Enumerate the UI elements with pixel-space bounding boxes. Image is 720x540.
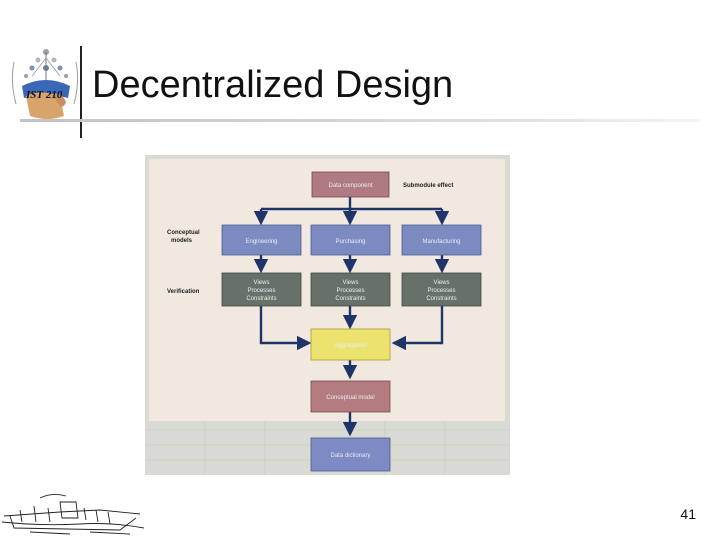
views-3-line-1: Views: [434, 280, 450, 286]
views-box-3: [401, 272, 482, 307]
building-sketch-icon: [1, 493, 145, 535]
verification-label: Verification: [167, 289, 200, 295]
diagram-connectors: [253, 197, 450, 437]
views-2-line-3: Constraints: [335, 296, 365, 302]
decentralized-design-diagram: Data component Submodule effect Conceptu…: [145, 155, 510, 475]
views-1-line-2: Processes: [247, 288, 275, 294]
aggregation-box: [310, 328, 391, 361]
views-1-line-1: Views: [254, 280, 270, 286]
slide-title: Decentralized Design: [92, 64, 454, 106]
data-component-label: Data component: [328, 183, 372, 189]
views-2-line-1: Views: [343, 280, 359, 286]
title-divider-vertical: [80, 46, 82, 138]
module-label-engineering: Engineering: [245, 239, 277, 245]
views-3-line-3: Constraints: [426, 296, 456, 302]
views-box-2: [310, 272, 391, 307]
views-box-1: [221, 272, 302, 307]
logo-tree-icon: [11, 49, 79, 119]
data-component-box: [311, 171, 390, 198]
module-box-engineering: [221, 224, 302, 256]
data-dictionary-box: [310, 437, 391, 472]
views-1-line-3: Constraints: [246, 296, 276, 302]
models-label: models: [171, 238, 193, 244]
conceptual-label: Conceptual: [167, 230, 200, 236]
conceptual-model-label: Conceptual model: [326, 395, 374, 401]
ist210-logo: IST 210: [11, 49, 79, 119]
submodule-effect-label: Submodule effect: [403, 183, 453, 189]
conceptual-model-box: [310, 380, 391, 413]
module-label-manufacturing: Manufacturing: [422, 239, 460, 245]
data-dictionary-label: Data dictionary: [330, 453, 370, 459]
module-label-purchasing: Purchasing: [335, 239, 365, 245]
views-3-line-2: Processes: [427, 288, 455, 294]
module-box-manufacturing: [401, 224, 482, 256]
aggregation-label: Aggregation: [334, 343, 366, 349]
title-divider-horizontal: [20, 119, 700, 122]
module-box-purchasing: [310, 224, 391, 256]
views-2-line-2: Processes: [336, 288, 364, 294]
page-number: 41: [680, 506, 696, 522]
logo-text: IST 210: [25, 89, 63, 101]
